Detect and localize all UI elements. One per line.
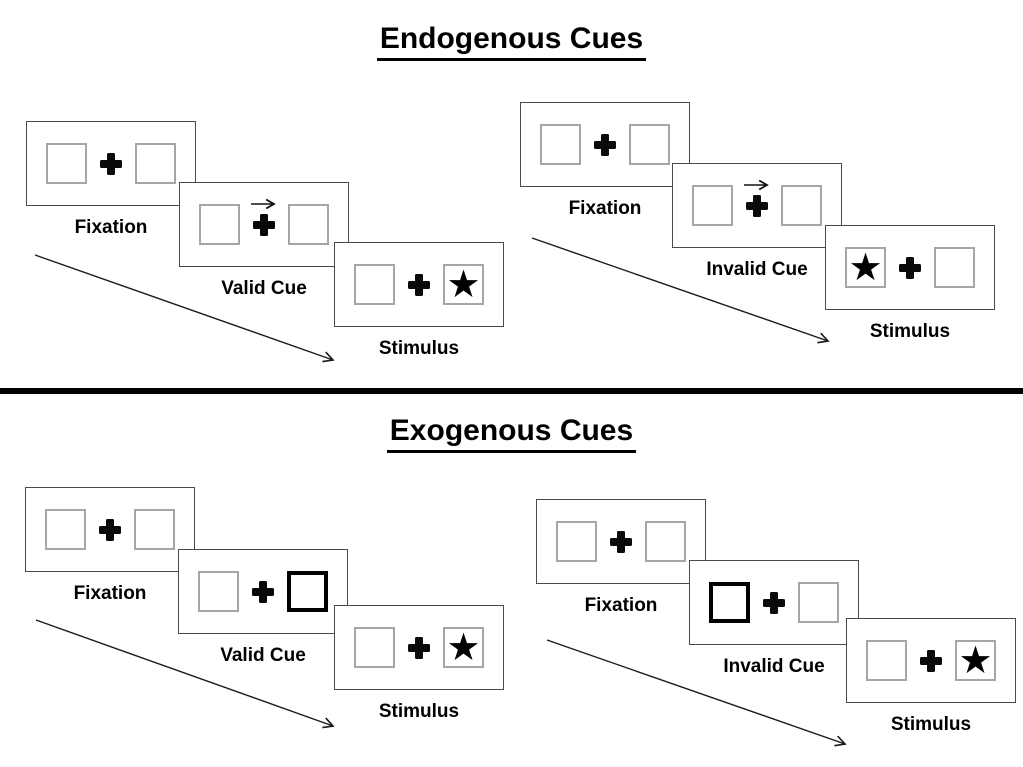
endo-valid-cue-panel: Valid Cue <box>179 182 349 300</box>
left-box <box>354 627 395 668</box>
left-box <box>46 143 87 184</box>
left-box <box>540 124 581 165</box>
fixation-cross-icon <box>408 636 430 659</box>
exo-invalid-fixation-panel: Fixation <box>536 499 706 617</box>
fixation-cross-icon <box>899 256 921 279</box>
panel-label: Valid Cue <box>220 645 306 666</box>
right-box <box>288 204 329 245</box>
panel-label: Stimulus <box>378 701 460 722</box>
left-box-highlight-cue <box>709 582 750 623</box>
right-box <box>934 247 975 288</box>
panel-label: Invalid Cue <box>706 259 808 280</box>
right-box <box>798 582 839 623</box>
panel-label: Valid Cue <box>221 278 307 299</box>
star-icon: ★ <box>848 244 883 289</box>
star-icon: ★ <box>446 261 481 306</box>
screen-panel: ★ <box>825 225 995 310</box>
panel-label: Fixation <box>568 198 642 219</box>
timeline-arrow-icon <box>34 254 335 363</box>
exogenous-title-text: Exogenous Cues <box>386 414 637 453</box>
exo-invalid-stimulus-panel: ★ Stimulus <box>846 618 1016 736</box>
timeline-arrow-icon <box>546 639 847 747</box>
right-box <box>134 509 175 550</box>
exogenous-section-title: Exogenous Cues <box>0 414 1023 453</box>
panel-label: Fixation <box>584 595 658 616</box>
endogenous-title-text: Endogenous Cues <box>376 22 647 61</box>
fixation-cross-icon <box>763 591 785 614</box>
timeline-arrow-icon <box>35 619 335 729</box>
star-icon: ★ <box>446 624 481 669</box>
panel-label: Stimulus <box>890 714 972 735</box>
endogenous-section-title: Endogenous Cues <box>0 22 1023 61</box>
right-box: ★ <box>443 264 484 305</box>
fixation-cross-icon <box>99 518 121 541</box>
fixation-cross-icon <box>610 530 632 553</box>
left-box <box>556 521 597 562</box>
endo-invalid-fixation-panel: Fixation <box>520 102 690 220</box>
endo-invalid-stimulus-panel: ★ Stimulus <box>825 225 995 343</box>
endo-valid-fixation-panel: Fixation <box>26 121 196 239</box>
star-icon: ★ <box>958 637 993 682</box>
left-box <box>866 640 907 681</box>
screen-panel <box>26 121 196 206</box>
screen-panel <box>536 499 706 584</box>
right-box <box>629 124 670 165</box>
screen-panel <box>672 163 842 248</box>
fixation-cross-icon <box>100 152 122 175</box>
fixation-cross-icon <box>594 133 616 156</box>
panel-label: Invalid Cue <box>723 656 825 677</box>
right-box-highlight-cue <box>287 571 328 612</box>
fixation-cross-icon <box>251 198 276 236</box>
endo-invalid-cue-panel: Invalid Cue <box>672 163 842 281</box>
right-box: ★ <box>955 640 996 681</box>
screen-panel <box>178 549 348 634</box>
exo-valid-stimulus-panel: ★ Stimulus <box>334 605 504 723</box>
right-box <box>135 143 176 184</box>
exo-valid-fixation-panel: Fixation <box>25 487 195 605</box>
cue-arrow-right-icon <box>744 179 769 190</box>
screen-panel <box>25 487 195 572</box>
screen-panel: ★ <box>846 618 1016 703</box>
fixation-cross-icon <box>252 580 274 603</box>
endo-valid-stimulus-panel: ★ Stimulus <box>334 242 504 360</box>
left-box <box>692 185 733 226</box>
exo-valid-cue-panel: Valid Cue <box>178 549 348 667</box>
fixation-cross-icon <box>744 179 769 217</box>
cue-arrow-right-icon <box>251 198 276 209</box>
right-box: ★ <box>443 627 484 668</box>
panel-label: Stimulus <box>869 321 951 342</box>
right-box <box>645 521 686 562</box>
screen-panel: ★ <box>334 242 504 327</box>
left-box <box>198 571 239 612</box>
fixation-cross-icon <box>408 273 430 296</box>
panel-label: Fixation <box>73 583 147 604</box>
left-box <box>354 264 395 305</box>
screen-panel: ★ <box>334 605 504 690</box>
screen-panel <box>689 560 859 645</box>
screen-panel <box>520 102 690 187</box>
screen-panel <box>179 182 349 267</box>
right-box <box>781 185 822 226</box>
left-box: ★ <box>845 247 886 288</box>
fixation-cross-icon <box>920 649 942 672</box>
panel-label: Stimulus <box>378 338 460 359</box>
exo-invalid-cue-panel: Invalid Cue <box>689 560 859 678</box>
left-box <box>199 204 240 245</box>
timeline-arrow-icon <box>531 237 830 344</box>
panel-label: Fixation <box>74 217 148 238</box>
section-divider <box>0 388 1023 394</box>
left-box <box>45 509 86 550</box>
